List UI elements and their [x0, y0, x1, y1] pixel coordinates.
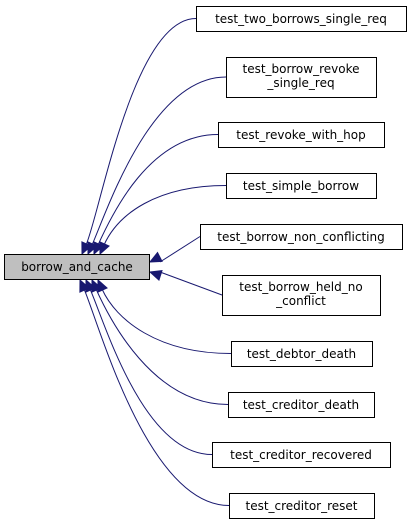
caller-node-test-borrow-non-conflicting[interactable]: test_borrow_non_conflicting — [200, 224, 403, 250]
caller-node-test-revoke-with-hop[interactable]: test_revoke_with_hop — [218, 122, 385, 148]
call-edge-arrowhead — [148, 251, 163, 263]
root-node-borrow-and-cache[interactable]: borrow_and_cache — [4, 254, 150, 280]
call-edge — [159, 271, 223, 296]
caller-node-test-creditor-reset[interactable]: test_creditor_reset — [229, 493, 375, 519]
call-edge — [85, 18, 197, 246]
root-node-label: borrow_and_cache — [21, 260, 133, 274]
root-node-box — [4, 254, 150, 280]
caller-nodes: test_two_borrows_single_req test_borrow_r… — [196, 6, 407, 519]
caller-node-box — [226, 57, 377, 98]
caller-node-label: _conflict — [275, 294, 326, 308]
call-edge — [83, 288, 230, 506]
call-edge-arrowhead — [79, 278, 90, 293]
call-edge — [95, 288, 229, 405]
caller-node-box — [228, 392, 375, 418]
caller-node-label: test_borrow_held_no — [239, 280, 362, 294]
call-edge — [91, 76, 227, 246]
caller-node-label: test_borrow_revoke — [243, 62, 360, 76]
caller-node-label: test_debtor_death — [247, 347, 356, 361]
caller-node-box — [200, 224, 403, 250]
call-edge — [103, 185, 227, 246]
caller-node-label: test_simple_borrow — [243, 179, 359, 193]
call-edge-arrowhead — [99, 241, 110, 256]
caller-node-box — [218, 122, 385, 148]
caller-node-box — [229, 493, 375, 519]
caller-node-label: test_two_borrows_single_req — [215, 12, 387, 26]
call-edge — [101, 288, 232, 354]
call-edge — [159, 236, 201, 263]
caller-node-label: test_creditor_reset — [245, 499, 357, 513]
call-edge — [89, 288, 213, 455]
call-edge-arrowhead — [93, 241, 104, 256]
caller-node-label: _single_req — [266, 76, 334, 90]
caller-node-box — [226, 173, 377, 199]
caller-node-box — [212, 442, 391, 468]
caller-node-box — [196, 6, 407, 32]
caller-node-label: test_revoke_with_hop — [236, 128, 365, 142]
call-edges — [79, 18, 232, 506]
caller-node-test-simple-borrow[interactable]: test_simple_borrow — [226, 173, 377, 199]
call-edge-arrowhead — [87, 241, 98, 256]
caller-node-test-two-borrows-single-req[interactable]: test_two_borrows_single_req — [196, 6, 407, 32]
caller-node-box — [222, 275, 381, 316]
caller-node-box — [231, 341, 373, 367]
call-edge — [97, 134, 219, 246]
caller-node-label: test_creditor_recovered — [230, 448, 372, 462]
caller-node-test-borrow-held-no-conflict[interactable]: test_borrow_held_no_conflict — [222, 275, 381, 316]
caller-node-test-creditor-death[interactable]: test_creditor_death — [228, 392, 375, 418]
caller-node-test-borrow-revoke-single-req[interactable]: test_borrow_revoke_single_req — [226, 57, 377, 98]
caller-node-test-creditor-recovered[interactable]: test_creditor_recovered — [212, 442, 391, 468]
call-edge-arrowhead — [148, 269, 163, 282]
caller-node-test-debtor-death[interactable]: test_debtor_death — [231, 341, 373, 367]
caller-node-label: test_borrow_non_conflicting — [217, 230, 384, 244]
call-edge-arrowhead — [81, 241, 92, 256]
caller-node-label: test_creditor_death — [243, 398, 359, 412]
